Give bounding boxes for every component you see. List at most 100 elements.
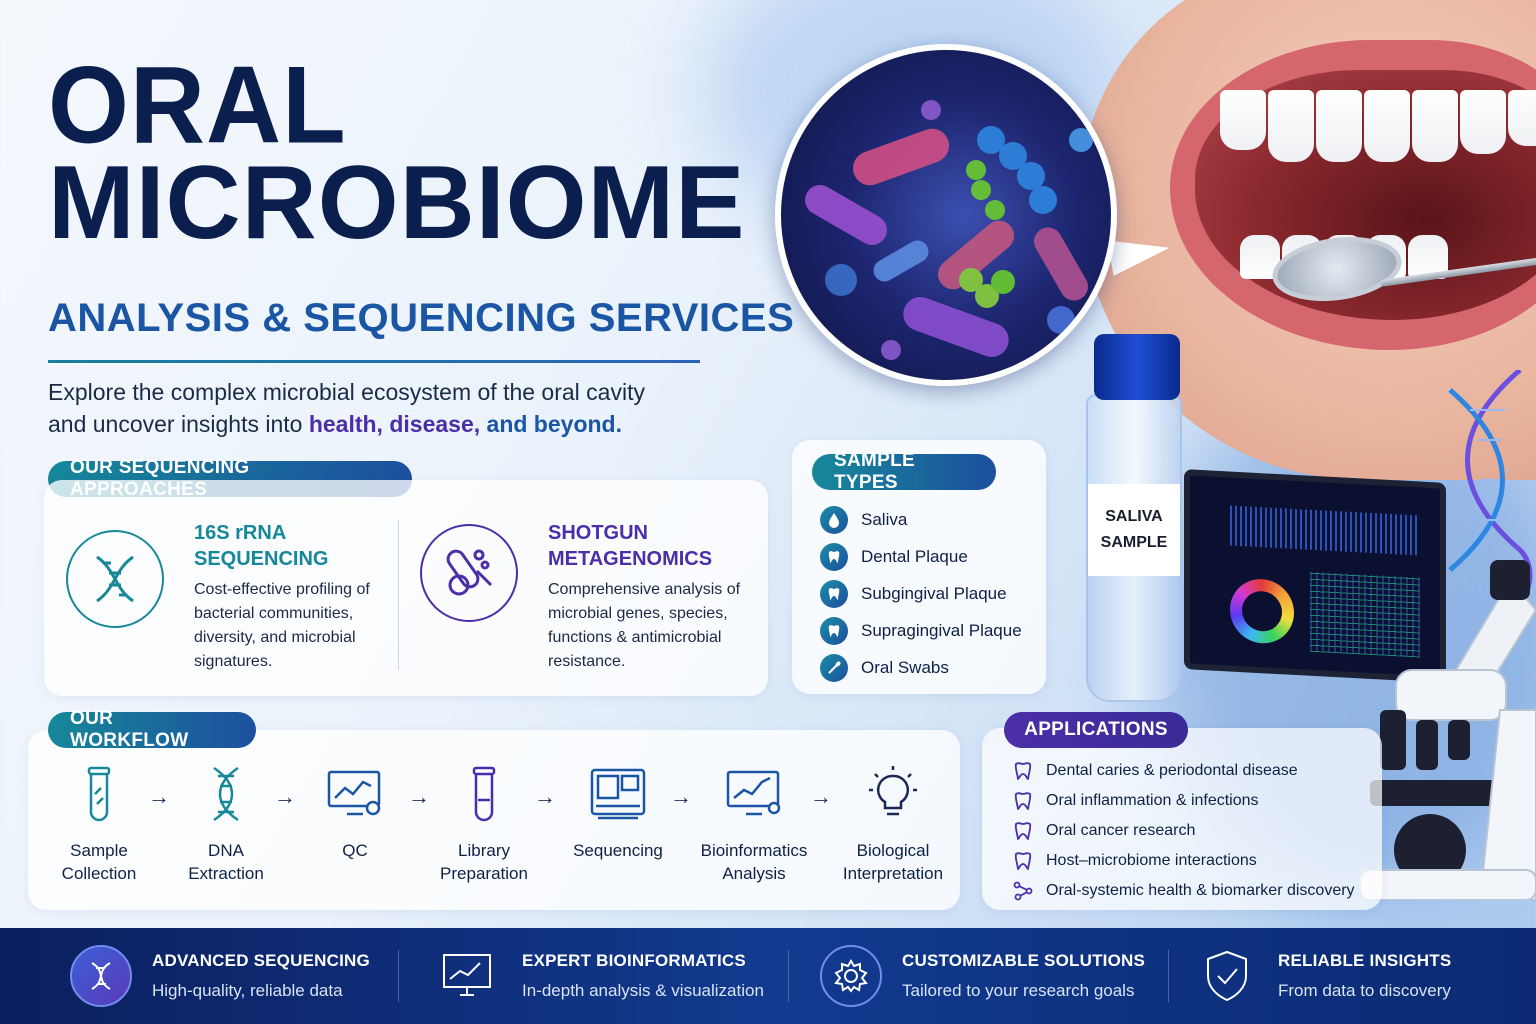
tooth-icon: [1014, 762, 1032, 780]
sequencer-icon: [590, 768, 646, 820]
approach-shotgun-desc: Comprehensive analysis of microbial gene…: [548, 581, 741, 670]
feature-divider: [788, 950, 789, 1002]
application-label: Host–microbiome interactions: [1046, 852, 1257, 869]
dna-icon: [213, 766, 239, 822]
approach-16s-desc: Cost-effective profiling of bacterial co…: [194, 581, 370, 670]
lightbulb-icon: [869, 766, 917, 816]
applications-heading: APPLICATIONS: [1004, 712, 1188, 748]
dna-icon: [70, 945, 132, 1007]
saliva-sample-vial: SALIVA SAMPLE: [1086, 334, 1182, 702]
application-item: Dental caries & periodontal disease: [1012, 760, 1298, 782]
swab-icon: [820, 654, 848, 682]
application-label: Dental caries & periodontal disease: [1046, 762, 1298, 779]
title-line-1: ORAL: [48, 45, 347, 167]
workflow-step-line-1: Biological: [856, 841, 930, 860]
application-item: Oral cancer research: [1012, 820, 1195, 842]
microscope-image: [1360, 560, 1536, 900]
feature-title: EXPERT BIOINFORMATICS: [522, 951, 746, 970]
shield-check-icon: [1196, 945, 1258, 1007]
approach-shotgun-title-line-2: METAGENOMICS: [548, 548, 713, 570]
arrow-right-icon: →: [670, 784, 692, 809]
workflow-step-line-2: Interpretation: [842, 864, 944, 883]
feature-subtitle: In-depth analysis & visualization: [522, 981, 764, 1000]
workflow-step-line-1: DNA: [208, 841, 244, 860]
feature-divider: [398, 950, 399, 1002]
application-item: Oral inflammation & infections: [1012, 790, 1259, 812]
intro-highlight: health, disease,: [308, 411, 481, 437]
approaches-card: 16S rRNA SEQUENCING Cost-effective profi…: [44, 480, 768, 696]
feature-item: CUSTOMIZABLE SOLUTIONS Tailored to your …: [820, 928, 1145, 1024]
vial-label: SALIVA SAMPLE: [1088, 484, 1180, 576]
feature-divider: [1168, 950, 1169, 1002]
intro-highlight-2: and beyond.: [480, 411, 622, 437]
sample-label: Dental Plaque: [861, 547, 968, 566]
mouth-photo: [1080, 0, 1536, 500]
test-tube-icon: [87, 766, 111, 822]
sample-label: Oral Swabs: [861, 658, 949, 677]
sample-label: Saliva: [861, 510, 908, 529]
monitor-chart-icon: [327, 770, 381, 816]
title-divider: [48, 360, 700, 363]
intro-line-1: Explore the complex microbial ecosystem …: [48, 379, 645, 405]
vial-label-line-1: SALIVA: [1105, 508, 1163, 525]
workflow-step-line-2: Preparation: [440, 864, 528, 883]
application-item: Oral-systemic health & biomarker discove…: [1012, 880, 1355, 902]
sample-item: Supragingival Plaque: [820, 617, 1022, 645]
droplet-icon: [820, 506, 848, 534]
feature-title: RELIABLE INSIGHTS: [1278, 951, 1452, 970]
approach-shotgun-title-line-1: SHOTGUN: [548, 522, 648, 544]
feature-title: CUSTOMIZABLE SOLUTIONS: [902, 951, 1146, 970]
test-tube-icon: [472, 766, 496, 822]
workflow-step-line-2: Collection: [61, 864, 137, 883]
workflow-step-line-1: Bioinformatics: [700, 841, 808, 860]
intro-text: Explore the complex microbial ecosystem …: [48, 376, 728, 440]
approach-16s-title-line-2: SEQUENCING: [194, 548, 329, 570]
sample-types-heading: SAMPLE TYPES: [812, 450, 996, 493]
sample-label: Subgingival Plaque: [861, 584, 1007, 603]
application-label: Oral cancer research: [1046, 822, 1196, 839]
arrow-right-icon: →: [408, 784, 430, 809]
approach-shotgun-title: SHOTGUN METAGENOMICS: [548, 520, 712, 572]
gear-icon: [820, 945, 882, 1007]
network-icon: [1013, 881, 1033, 901]
monitor-chart-icon: [726, 770, 781, 816]
feature-item: EXPERT BIOINFORMATICS In-depth analysis …: [440, 928, 764, 1024]
tooth-icon: [1014, 792, 1032, 810]
feature-item: RELIABLE INSIGHTS From data to discovery: [1196, 928, 1451, 1024]
page-title: ORAL MICROBIOME: [48, 45, 746, 255]
monitor-chart-icon: [440, 945, 502, 1007]
tooth-icon: [820, 543, 848, 571]
feature-title: ADVANCED SEQUENCING: [152, 951, 370, 970]
features-bar: ADVANCED SEQUENCING High-quality, reliab…: [0, 928, 1536, 1024]
workflow-step-line-1: Sequencing: [573, 841, 663, 860]
workflow-step-line-1: Library: [458, 841, 510, 860]
tooth-icon: [820, 617, 848, 645]
workflow-step: Sequencing: [543, 730, 693, 862]
vial-label-line-2: SAMPLE: [1100, 534, 1168, 551]
page-subtitle: ANALYSIS & SEQUENCING SERVICES: [48, 296, 795, 340]
tooth-icon: [1014, 822, 1032, 840]
application-label: Oral inflammation & infections: [1046, 792, 1259, 809]
arrow-right-icon: →: [534, 784, 556, 809]
workflow-step: QC: [280, 730, 430, 862]
approach-16s-title: 16S rRNA SEQUENCING: [194, 520, 328, 572]
sample-types-card: Saliva Dental Plaque Subgingival Plaque …: [792, 440, 1046, 694]
sample-item: Saliva: [820, 506, 907, 534]
dna-icon: [66, 530, 164, 628]
workflow-step-line-1: QC: [342, 841, 368, 860]
sample-item: Oral Swabs: [820, 654, 949, 682]
intro-line-2: and uncover insights into: [48, 411, 309, 437]
applications-card: Dental caries & periodontal disease Oral…: [982, 728, 1382, 910]
sample-item: Subgingival Plaque: [820, 580, 1007, 608]
